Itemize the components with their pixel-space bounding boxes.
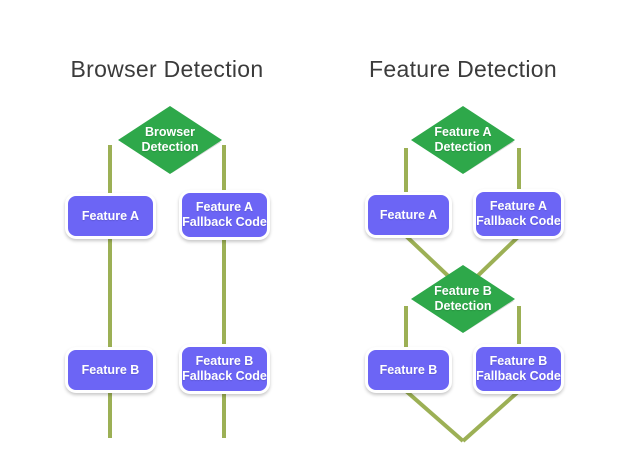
decision-feature-a-detection-diamond[interactable]: Feature A Detection (411, 106, 515, 174)
process-feature-b-fallback-code-right[interactable]: Feature B Fallback Code (473, 344, 564, 394)
diamond-fill (118, 106, 222, 174)
connector-right-b-join-right (461, 389, 521, 443)
process-feature-a[interactable]: Feature A (65, 193, 156, 239)
diamond-shape-icon (411, 265, 515, 333)
process-feature-a-fallback-code-right[interactable]: Feature A Fallback Code (473, 189, 564, 239)
decision-feature-b-detection-diamond[interactable]: Feature B Detection (411, 265, 515, 333)
decision-label: Feature A Detection (434, 125, 492, 154)
process-feature-a-right[interactable]: Feature A (365, 192, 452, 238)
process-feature-b-fallback-code[interactable]: Feature B Fallback Code (179, 344, 270, 394)
diamond-fill (411, 106, 515, 174)
process-feature-a-fallback-code[interactable]: Feature A Fallback Code (179, 190, 270, 240)
decision-browser-detection-diamond[interactable]: Browser Detection (118, 106, 222, 174)
process-feature-b[interactable]: Feature B (65, 347, 156, 393)
panel-title-feature-detection: Feature Detection (369, 56, 557, 82)
diamond-shape-icon (118, 106, 222, 174)
diamond-shape-icon (411, 106, 515, 174)
decision-label: Browser Detection (141, 125, 199, 154)
process-feature-b-right[interactable]: Feature B (365, 347, 452, 393)
diamond-fill (411, 265, 515, 333)
connector-right-b-join-left (404, 389, 465, 443)
panel-title-browser-detection: Browser Detection (70, 56, 264, 82)
decision-label: Feature B Detection (434, 284, 492, 313)
